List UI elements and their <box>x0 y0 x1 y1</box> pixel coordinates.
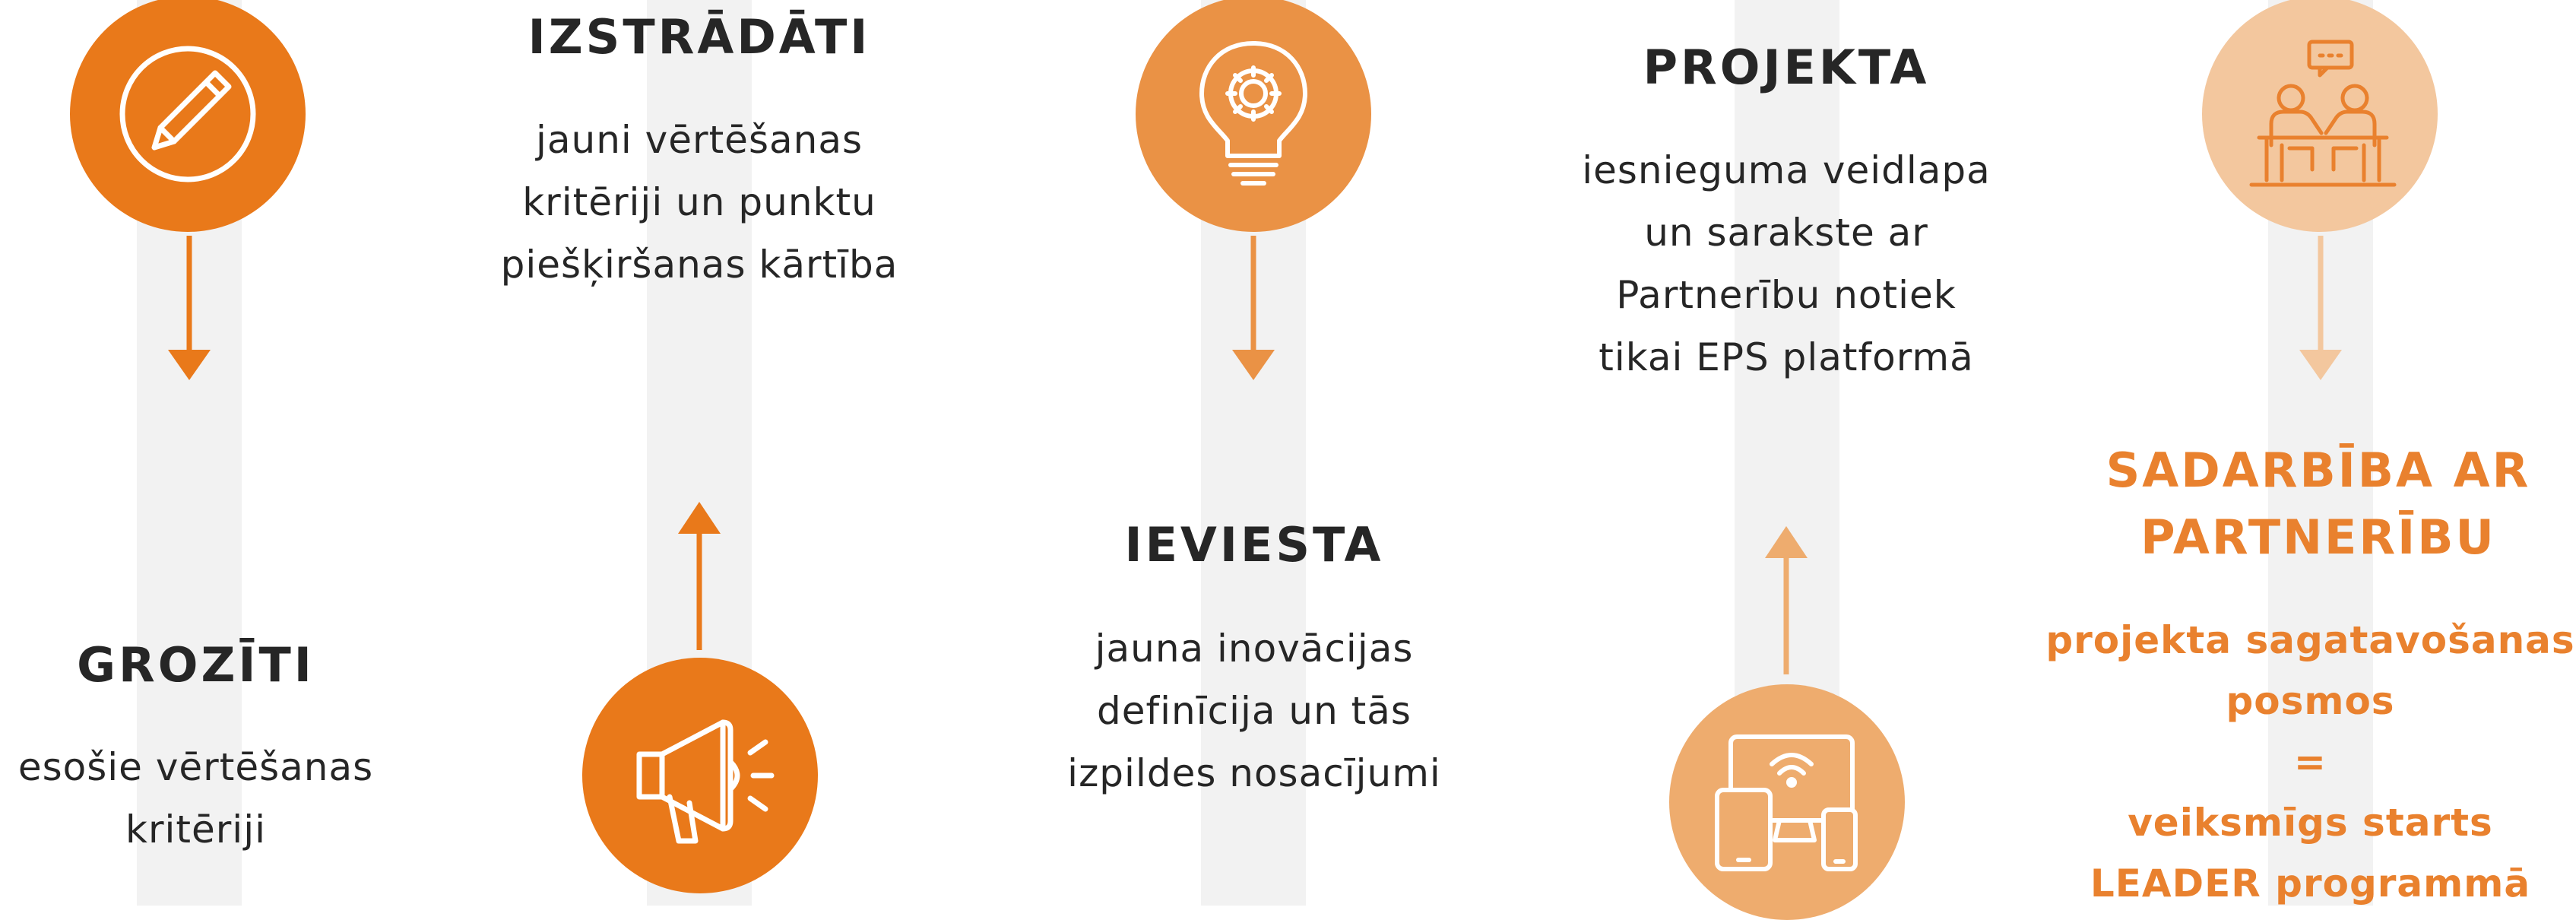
step1-line-2: kritēriji <box>125 807 266 852</box>
step3-title: IEVIESTA <box>1124 517 1384 573</box>
step4-line-3: Partnerību notiek <box>1616 273 1957 317</box>
devices-wifi-icon <box>1715 734 1858 871</box>
step4-line-4: tikai EPS platformā <box>1599 335 1974 379</box>
step5-title-line-1: SADARBĪBA AR <box>2105 443 2531 498</box>
step2-description: jauni vērtēšanas kritēriji un punktu pie… <box>456 109 943 296</box>
step4-circle <box>1669 684 1905 920</box>
pencil-icon <box>119 46 256 182</box>
step2-arrow-up <box>678 502 721 650</box>
step4-title: PROJEKTA <box>1643 40 1930 95</box>
step5-title-line-2: PARTNERĪBU <box>2140 509 2496 565</box>
megaphone-icon <box>636 719 775 844</box>
step5-title: SADARBĪBA AR PARTNERĪBU <box>2060 437 2576 571</box>
step2-line-1: jauni vērtēšanas <box>535 118 863 162</box>
step5-line-5: LEADER programmā <box>2090 861 2531 906</box>
step4-description: iesnieguma veidlapa un sarakste ar Partn… <box>1535 139 2037 389</box>
step1-description: esošie vērtēšanas kritēriji <box>0 736 391 861</box>
step3-arrow-down <box>1232 236 1275 380</box>
step1-line-1: esošie vērtēšanas <box>17 745 374 789</box>
step3-circle <box>1136 0 1371 232</box>
step4-arrow-up <box>1765 526 1808 674</box>
lightbulb-gear-icon <box>1199 41 1307 186</box>
step3-line-2: definīcija un tās <box>1097 689 1412 733</box>
step5-line-2: posmos <box>2226 679 2395 723</box>
step1-circle <box>70 0 306 232</box>
step4-line-2: un sarakste ar <box>1644 211 1928 255</box>
step5-line-3: = <box>2294 740 2327 784</box>
step5-circle <box>2202 0 2438 232</box>
meeting-icon <box>2249 40 2397 187</box>
step4-line-1: iesnieguma veidlapa <box>1582 148 1991 192</box>
step2-title: IZSTRĀDĀTI <box>528 9 871 65</box>
step5-description: projekta sagatavošanas posmos = veiksmīg… <box>2045 610 2576 914</box>
step2-circle <box>582 658 818 893</box>
step3-line-3: izpildes nosacījumi <box>1067 751 1441 795</box>
step2-line-2: kritēriji un punktu <box>522 180 876 224</box>
step5-line-1: projekta sagatavošanas <box>2045 618 2575 662</box>
step1-title: GROZĪTI <box>77 637 315 693</box>
step2-line-3: piešķiršanas kārtība <box>500 243 898 287</box>
step1-arrow-down <box>168 236 211 380</box>
step3-description: jauna inovācijas definīcija un tās izpil… <box>1034 617 1475 804</box>
step5-arrow-down <box>2299 236 2342 380</box>
step5-line-4: veiksmīgs starts <box>2128 801 2493 845</box>
step3-line-1: jauna inovācijas <box>1095 627 1414 671</box>
